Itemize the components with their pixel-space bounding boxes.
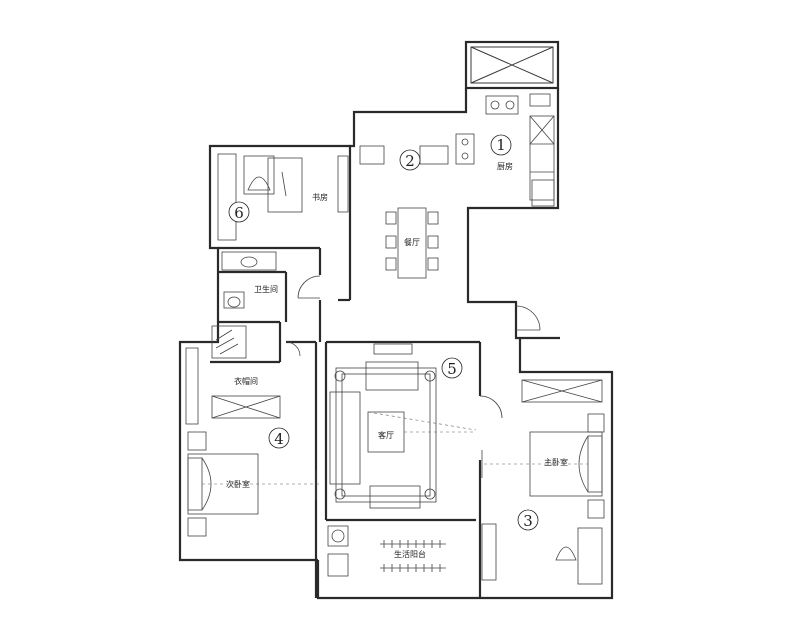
study-number: 6 xyxy=(234,204,244,222)
second-bedroom-label: 次卧室 xyxy=(226,479,250,489)
master-bedroom: 3 主卧室 xyxy=(481,379,605,585)
living-room: 5 客厅 xyxy=(329,343,477,509)
second-bedroom-number: 4 xyxy=(274,430,284,448)
living-room-label: 客厅 xyxy=(378,430,394,440)
service-balcony: 生活阳台 xyxy=(327,525,446,577)
service-balcony-label: 生活阳台 xyxy=(394,549,426,559)
study-label: 书房 xyxy=(312,192,328,202)
living-room-number: 5 xyxy=(447,360,457,378)
cloakroom-label: 衣帽间 xyxy=(234,376,258,386)
dining-number: 2 xyxy=(405,152,415,170)
dining-label: 餐厅 xyxy=(404,238,420,247)
second-bedroom: 4 次卧室 xyxy=(187,427,320,537)
kitchen-label: 厨房 xyxy=(497,161,513,171)
cloakroom: 衣帽间 xyxy=(185,347,281,425)
doors xyxy=(285,275,541,419)
kitchen: 1 厨房 xyxy=(455,93,555,207)
bathroom-label: 卫生间 xyxy=(254,284,278,294)
study: 6 书房 xyxy=(217,153,349,241)
dining-room: 2 餐厅 xyxy=(359,145,449,279)
master-bedroom-label: 主卧室 xyxy=(544,457,568,467)
exterior-walls xyxy=(178,40,614,600)
bathroom: 卫生间 xyxy=(211,251,278,359)
master-bedroom-number: 3 xyxy=(523,512,533,530)
kitchen-number: 1 xyxy=(496,136,506,154)
